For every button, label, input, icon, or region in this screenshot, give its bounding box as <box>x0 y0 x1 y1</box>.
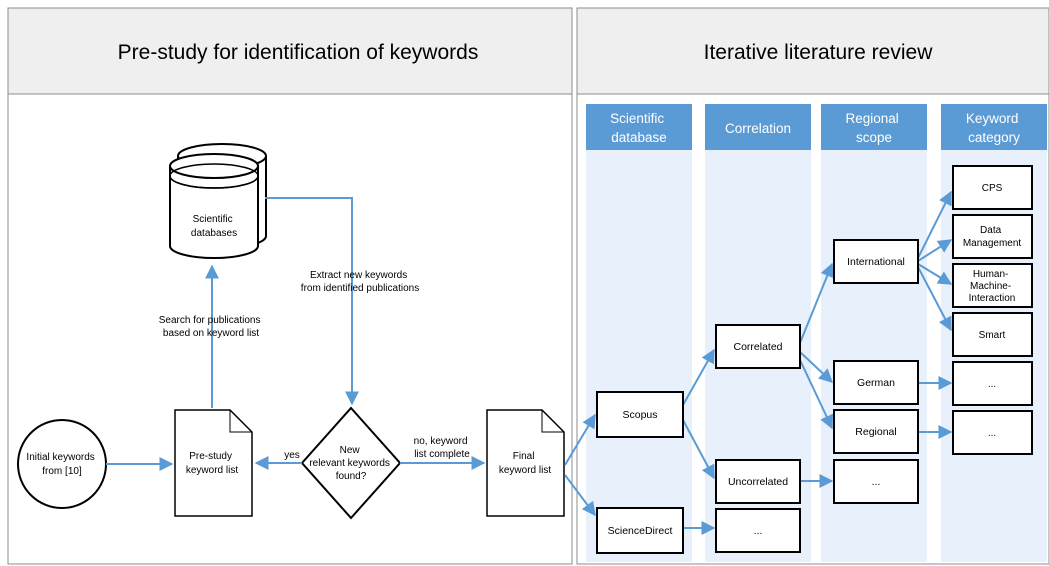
arrow-correlated-to-regional <box>799 359 833 430</box>
international-box <box>833 239 919 284</box>
column-category-header <box>941 104 1047 150</box>
arrow-international-to-data <box>917 239 953 262</box>
initial-keywords-node <box>17 419 107 509</box>
column-category-label: Keyword category <box>966 111 1022 145</box>
category-hmi-label: Human- Machine- Interaction <box>969 269 1016 304</box>
right-title-band <box>576 7 1049 95</box>
correlation-more-box <box>715 508 801 553</box>
prestudy-label: Pre-study keyword list <box>186 451 238 476</box>
right-flow-arrows <box>564 190 953 535</box>
correlated-label: Correlated <box>733 341 782 353</box>
column-regional-header <box>821 104 927 150</box>
correlation-more-label: ... <box>754 525 763 537</box>
category-smart-label: Smart <box>979 330 1006 341</box>
category-more-label-1: ... <box>988 379 996 390</box>
arrow-scopus-to-uncorrelated <box>682 419 715 480</box>
column-database-body <box>586 104 692 562</box>
final-document <box>486 409 565 517</box>
label-search: Search for publications based on keyword… <box>159 315 264 339</box>
arrow-final-to-scopus <box>564 413 596 466</box>
column-database-label: Scientific database <box>610 111 668 145</box>
uncorrelated-box <box>715 459 801 504</box>
arrow-correlated-to-international <box>799 262 834 344</box>
german-label: German <box>857 377 895 389</box>
category-cps-box <box>952 165 1033 210</box>
regional-more-box <box>833 459 919 504</box>
arrow-international-to-hmi <box>917 263 953 285</box>
arrow-correlated-to-german <box>799 351 834 383</box>
final-document-fold <box>541 410 564 433</box>
regional-label: Regional <box>855 426 896 438</box>
column-correlation-label: Correlation <box>725 121 791 136</box>
category-more-box-2 <box>952 410 1033 455</box>
category-smart-box <box>952 312 1033 357</box>
arrow-international-to-smart <box>917 266 952 332</box>
scopus-label: Scopus <box>622 409 657 421</box>
initial-keywords-label: Initial keywords from [10] <box>26 452 97 477</box>
database-cylinder <box>169 143 267 259</box>
prestudy-document-fold <box>229 410 252 433</box>
category-more-label-2: ... <box>988 428 996 439</box>
category-data-box <box>952 214 1033 259</box>
sciencedirect-box <box>596 507 684 554</box>
left-title-band <box>7 7 573 95</box>
arrow-database-to-decision <box>265 197 359 406</box>
international-label: International <box>847 256 905 268</box>
german-box <box>833 360 919 405</box>
category-hmi-box <box>952 263 1033 308</box>
sciencedirect-label: ScienceDirect <box>608 525 673 537</box>
correlated-box <box>715 324 801 369</box>
category-cps-label: CPS <box>982 183 1003 194</box>
database-label: Scientific databases <box>191 214 237 239</box>
arrow-international-to-cps <box>917 190 952 259</box>
decision-diamond <box>300 406 402 520</box>
column-regional-label: Regional scope <box>845 111 902 145</box>
left-panel-title: Pre-study for identification of keywords <box>118 41 479 64</box>
label-extract: Extract new keywords from identified pub… <box>301 270 419 294</box>
label-no: no, keyword list complete <box>414 436 471 460</box>
prestudy-document <box>174 409 253 517</box>
decision-label: New relevant keywords found? <box>309 445 392 482</box>
regional-box <box>833 409 919 454</box>
arrow-scopus-to-correlated <box>682 348 715 406</box>
column-correlation-header <box>705 104 811 150</box>
scopus-box <box>596 391 684 438</box>
category-more-box-1 <box>952 361 1033 406</box>
regional-more-label: ... <box>872 476 881 488</box>
right-panel-title: Iterative literature review <box>704 41 934 64</box>
uncorrelated-label: Uncorrelated <box>728 476 788 488</box>
final-label: Final keyword list <box>499 451 551 476</box>
column-database-header <box>586 104 692 150</box>
left-flow-arrows <box>106 197 486 471</box>
category-data-label: Data Management <box>963 225 1022 249</box>
arrow-final-to-sciencedirect <box>564 474 596 517</box>
label-yes: yes <box>284 450 300 461</box>
